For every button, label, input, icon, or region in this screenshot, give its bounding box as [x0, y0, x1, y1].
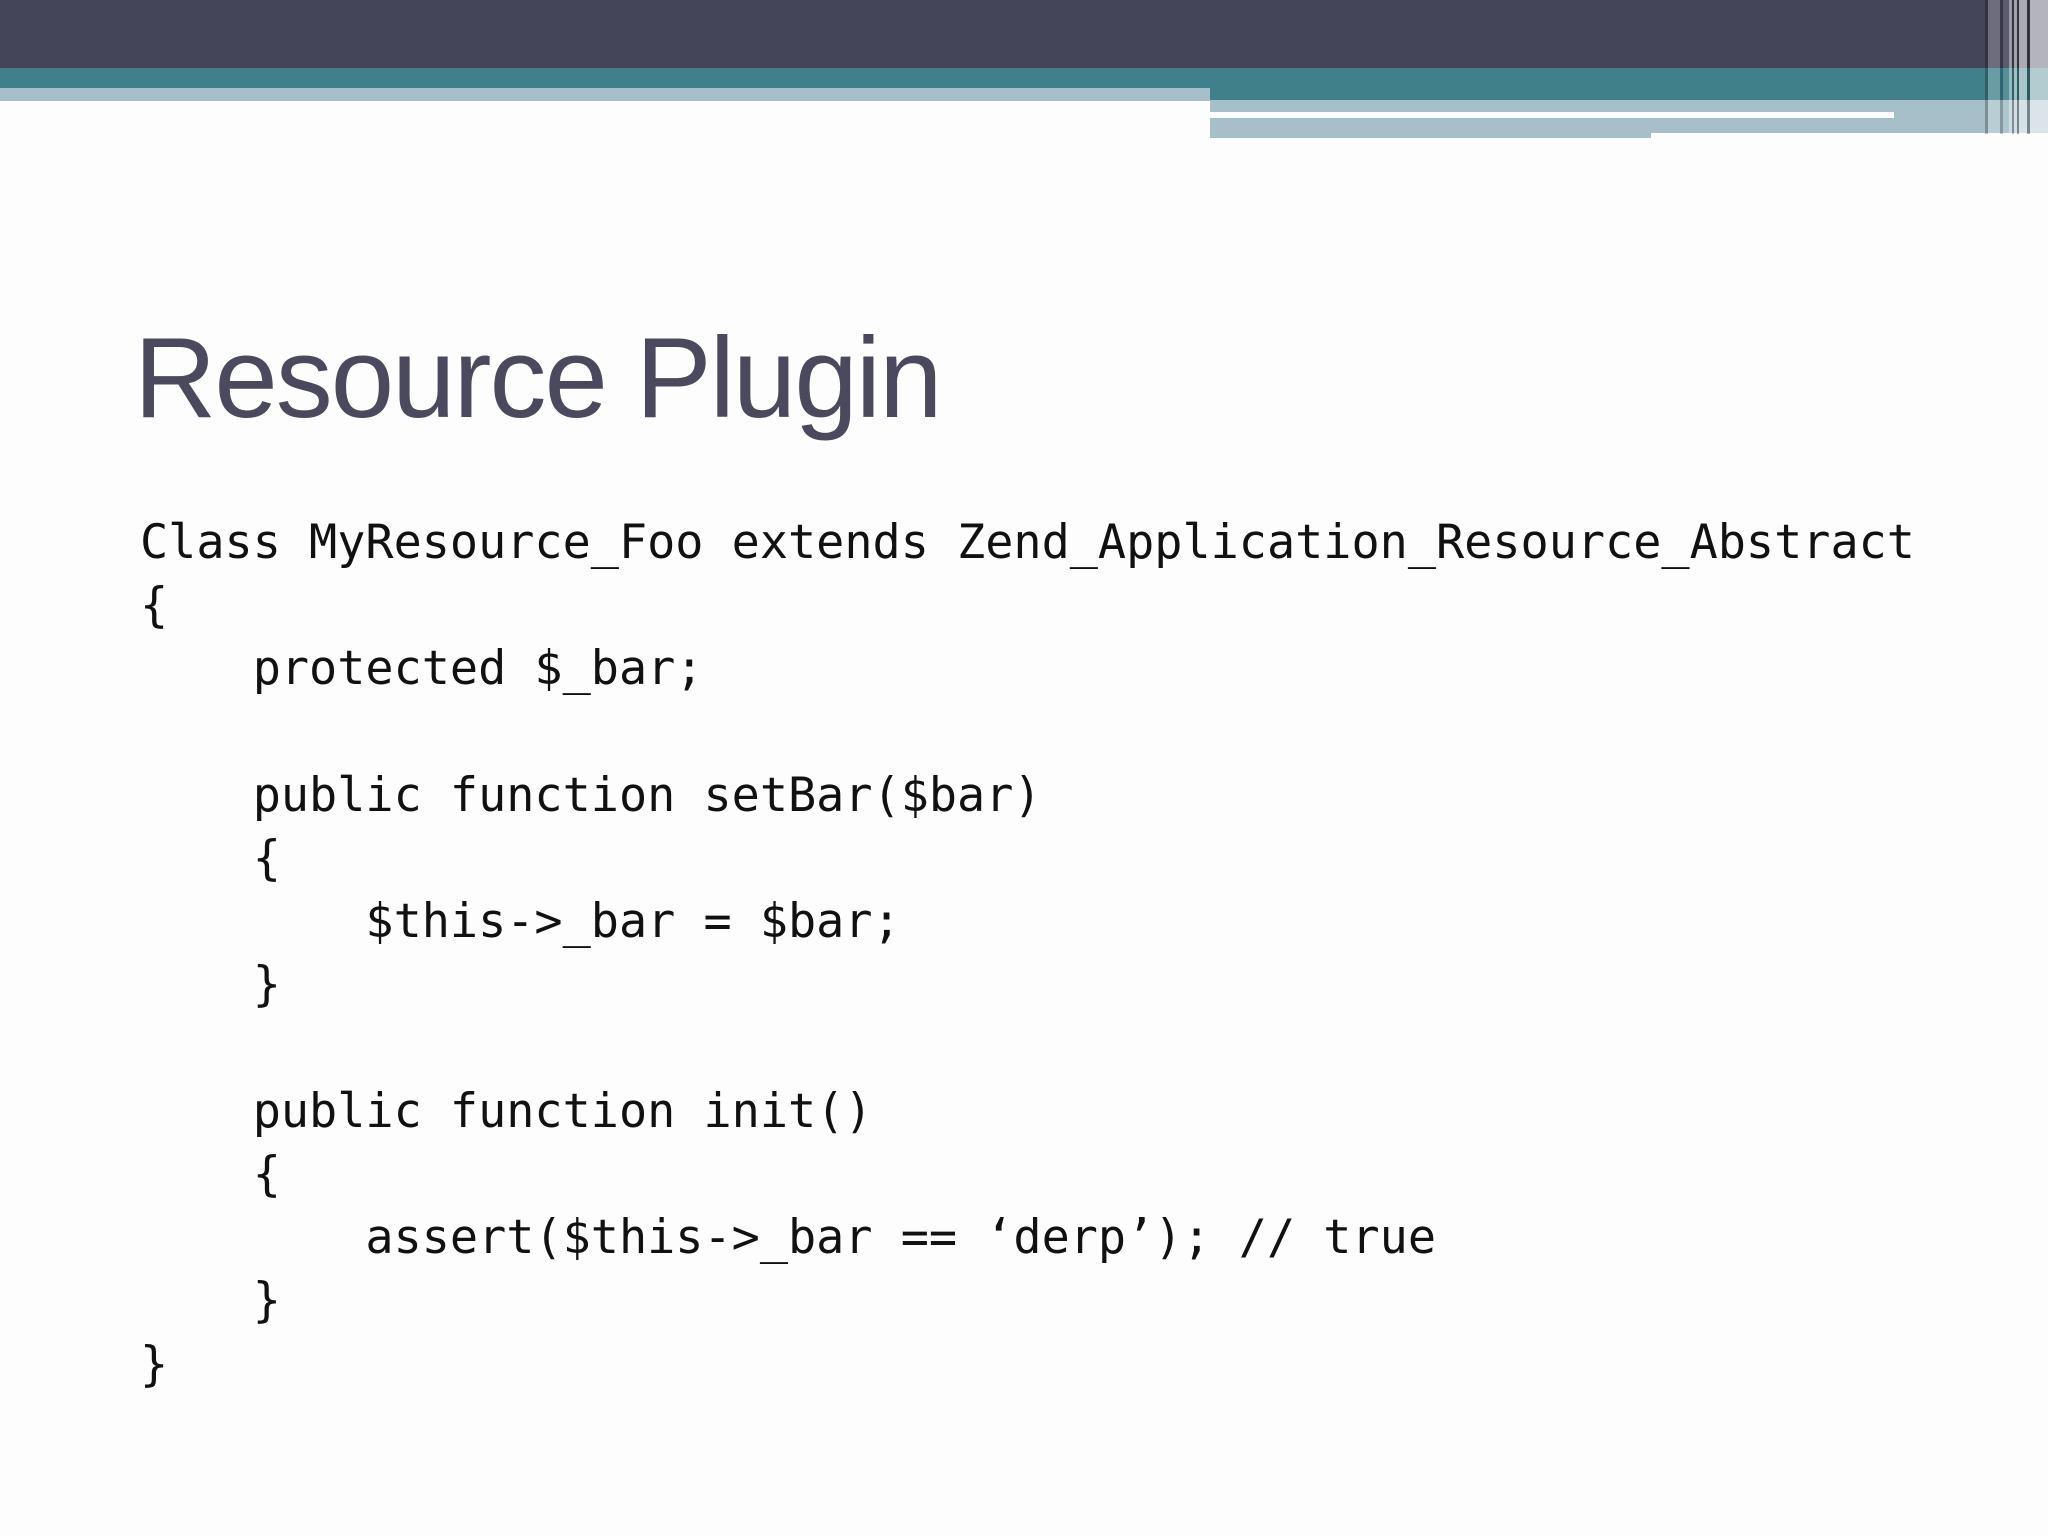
corner-stripe — [2017, 0, 2019, 134]
slide-title: Resource Plugin — [134, 315, 942, 442]
header-band-gray-step — [1210, 133, 1651, 138]
header-corner-stripes — [0, 0, 2048, 138]
corner-stripe — [2003, 0, 2009, 134]
header-band-dark — [0, 0, 2048, 68]
corner-stripe — [2030, 0, 2048, 134]
corner-stripe — [2012, 0, 2014, 134]
code-block: Class MyResource_Foo extends Zend_Applic… — [140, 516, 1915, 1392]
header-white-stripe — [1210, 112, 1894, 118]
header-band-gray-left — [0, 88, 1210, 101]
corner-stripe — [2027, 0, 2030, 134]
corner-stripe — [2000, 0, 2003, 134]
corner-stripe — [2019, 0, 2027, 134]
corner-stripe — [1988, 0, 2000, 134]
corner-stripe — [1985, 0, 1988, 134]
corner-stripe — [2014, 0, 2017, 134]
corner-stripe — [2009, 0, 2012, 134]
